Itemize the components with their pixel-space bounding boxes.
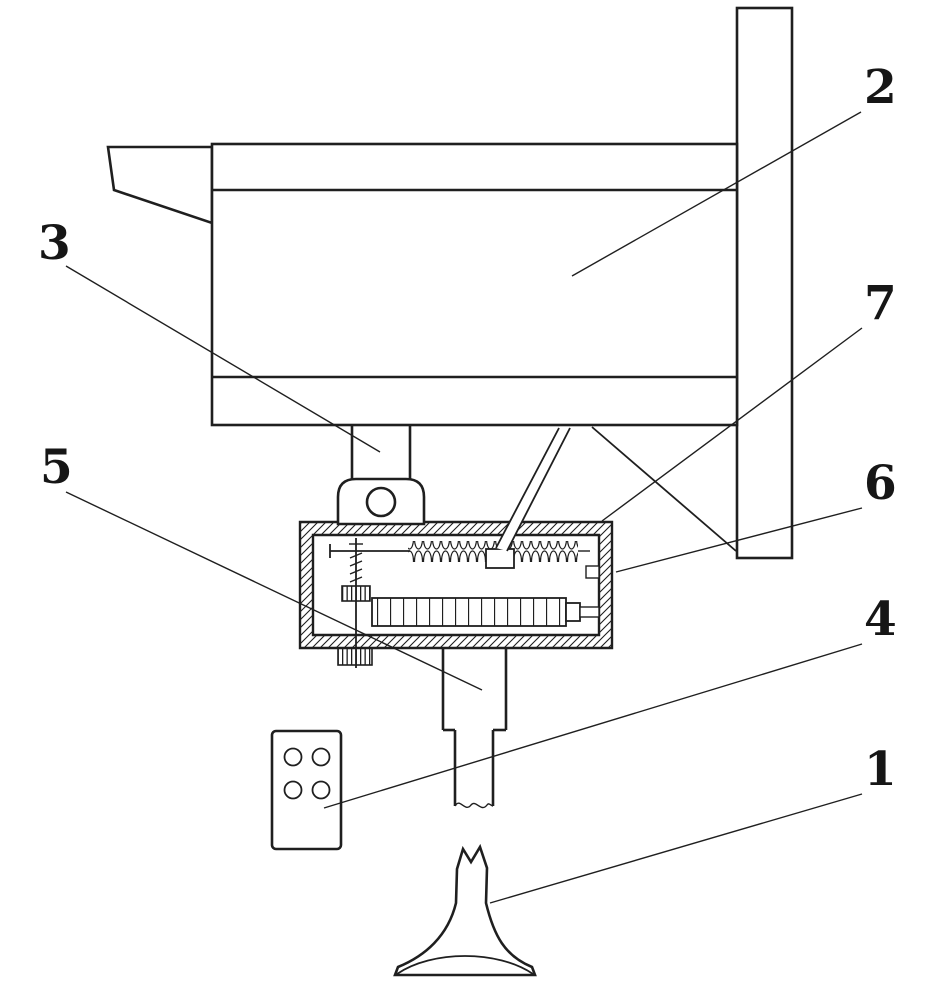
panel-button-2	[311, 747, 331, 767]
valve-outline	[393, 843, 537, 977]
support-column	[350, 425, 412, 479]
leader-4	[323, 643, 863, 809]
callout-label-3: 3	[38, 216, 71, 271]
screw-nut-block	[485, 548, 515, 569]
housing-wall-stop	[585, 565, 600, 579]
rod-break-wave	[454, 802, 494, 809]
leader-5	[65, 491, 483, 691]
button-panel-body	[270, 729, 343, 851]
connecting-rod	[495, 427, 571, 552]
leader-lines	[65, 111, 863, 904]
connecting-rod-fill	[496, 428, 570, 551]
leader-3	[65, 265, 381, 453]
rack-end-stub	[579, 606, 600, 618]
gearbox-housing	[298, 520, 614, 650]
leader-2	[571, 111, 862, 277]
worm-thread-ticks	[349, 552, 363, 583]
panel-button-4	[311, 780, 331, 800]
callout-label-6: 6	[864, 456, 897, 511]
button-panel	[270, 729, 343, 851]
mounting-wall-body	[735, 6, 794, 560]
leader-6	[615, 507, 863, 573]
callout-label-7: 7	[864, 276, 897, 331]
lead-screw-assembly	[329, 541, 590, 569]
drive-shaft	[441, 648, 508, 809]
small-gear-upper	[341, 585, 371, 602]
leader-1	[489, 793, 863, 904]
suction-valve	[393, 843, 537, 977]
gear-rack	[371, 565, 600, 627]
worm-gear-shaft	[337, 538, 373, 668]
connecting-rod-edge-left	[495, 427, 560, 549]
hopper-gusset	[591, 426, 737, 552]
hopper-body	[106, 142, 739, 552]
callout-label-4: 4	[864, 592, 897, 647]
gear-rack-teeth	[371, 597, 567, 627]
panel-button-1	[283, 747, 303, 767]
panel-button-3	[283, 780, 303, 800]
connecting-rod-edge-right	[506, 427, 571, 552]
callout-label-2: 2	[864, 60, 897, 115]
callout-label-1: 1	[864, 742, 897, 797]
clevis-pivot-hole	[365, 486, 397, 518]
hopper-chute	[106, 145, 214, 225]
leader-7	[601, 327, 863, 522]
clevis-bracket	[336, 477, 426, 526]
gearbox-hatched-wall	[298, 520, 614, 650]
hopper-box	[210, 142, 739, 427]
rack-end-block	[565, 602, 581, 622]
callout-label-5: 5	[40, 440, 73, 495]
valve-base-lip	[396, 955, 534, 975]
small-gear-lower	[337, 647, 373, 666]
mounting-wall	[735, 6, 794, 560]
